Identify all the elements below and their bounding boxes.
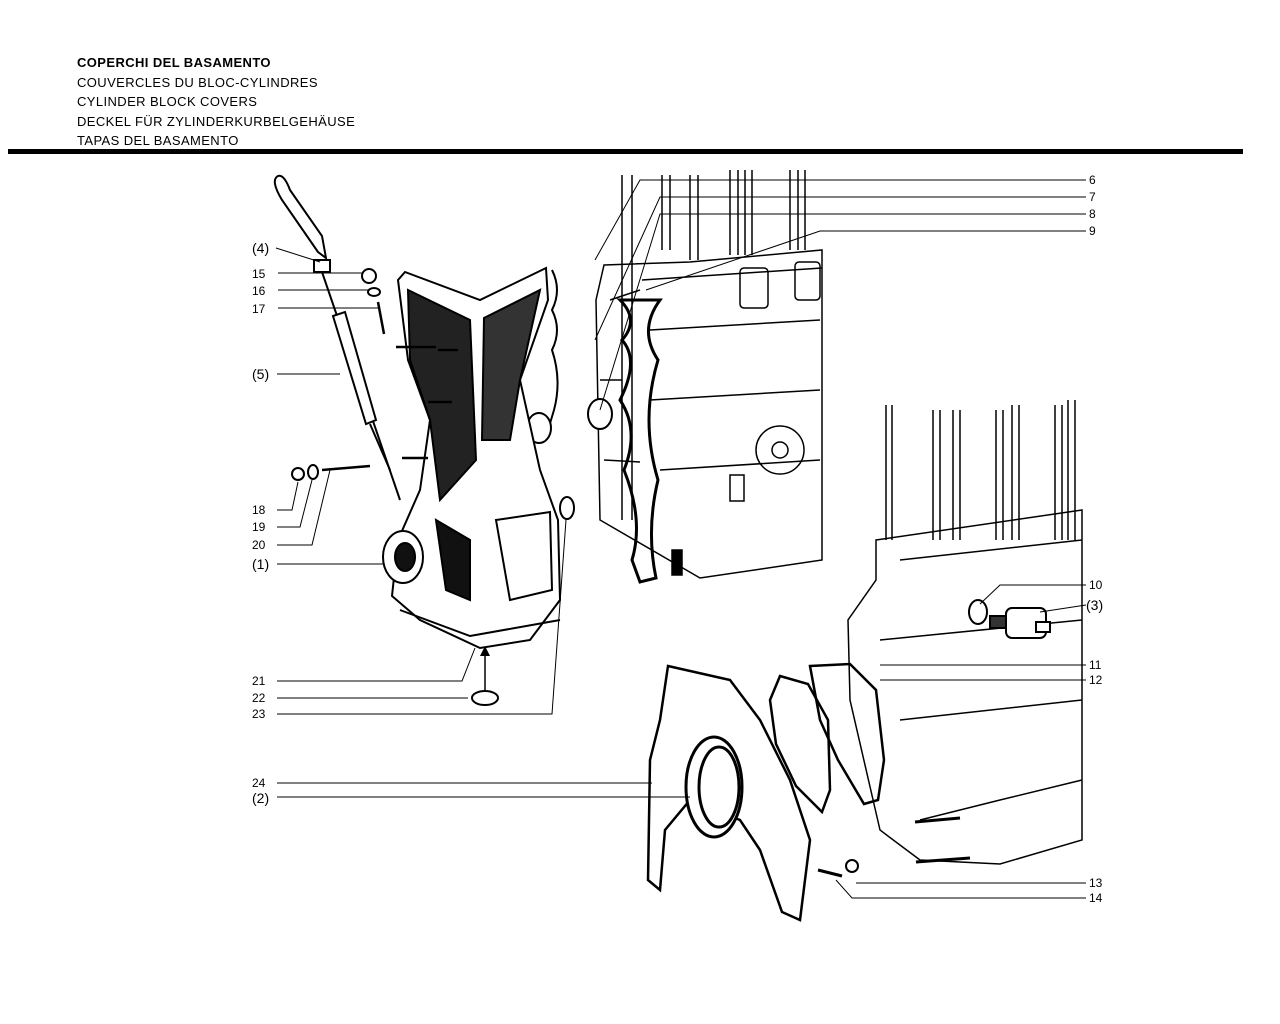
upper-gaskets [547,269,663,584]
title-italian: COPERCHI DEL BASAMENTO [77,55,271,70]
callout-13: 13 [1089,876,1103,890]
front-timing-cover [382,266,562,650]
callout-15: 15 [252,267,266,281]
rear-cover-assembly [646,662,886,922]
callout-11: 11 [1089,658,1102,672]
stud-17 [376,301,386,335]
dipstick-tube [331,310,391,471]
callout-5: (5) [252,366,269,382]
callout-2: (2) [252,790,269,806]
washer-13 [845,859,859,873]
washer-19 [307,464,319,480]
callout-24: 24 [252,776,266,790]
nut-18 [291,467,305,481]
callout-18: 18 [252,503,266,517]
callout-1: (1) [252,556,269,572]
callout-7: 7 [1089,190,1096,204]
oil-pressure-switch [989,607,1051,639]
callout-21: 21 [252,674,266,688]
callout-6: 6 [1089,173,1096,187]
engine-block-upper [595,170,823,579]
screw-14 [817,868,843,878]
callout-12: 12 [1089,673,1103,687]
callout-23: 23 [252,707,266,721]
callout-22: 22 [252,691,266,705]
callout-17: 17 [252,302,266,316]
arrow-22-head [480,646,490,656]
nut-15 [361,268,377,284]
page-header: COPERCHI DEL BASAMENTO COUVERCLES DU BLO… [77,53,355,151]
ring-23 [559,496,575,520]
callout-9: 9 [1089,224,1096,238]
engine-block-lower [847,400,1083,865]
title-german: DECKEL FÜR ZYLINDERKURBELGEHÄUSE [77,113,356,129]
callout-4: (4) [252,240,269,256]
leader-lines [275,179,1087,899]
washer-16 [367,287,381,297]
title-french: COUVERCLES DU BLOC-CYLINDRES [77,74,318,90]
seal-22 [471,690,499,706]
washer-10 [968,599,988,625]
rear-oil-seal [684,735,744,839]
header-rule [8,149,1243,154]
callout-16: 16 [252,284,266,298]
callout-8: 8 [1089,207,1096,221]
callout-14: 14 [1089,891,1103,905]
callout-3: (3) [1086,597,1103,613]
callout-10: 10 [1089,578,1103,592]
title-spanish: TAPAS DEL BASAMENTO [77,133,239,148]
bushing-7 [587,398,613,430]
title-english: CYLINDER BLOCK COVERS [77,94,258,109]
callout-20: 20 [252,538,266,552]
callout-19: 19 [252,520,266,534]
cover-studs [321,345,458,472]
